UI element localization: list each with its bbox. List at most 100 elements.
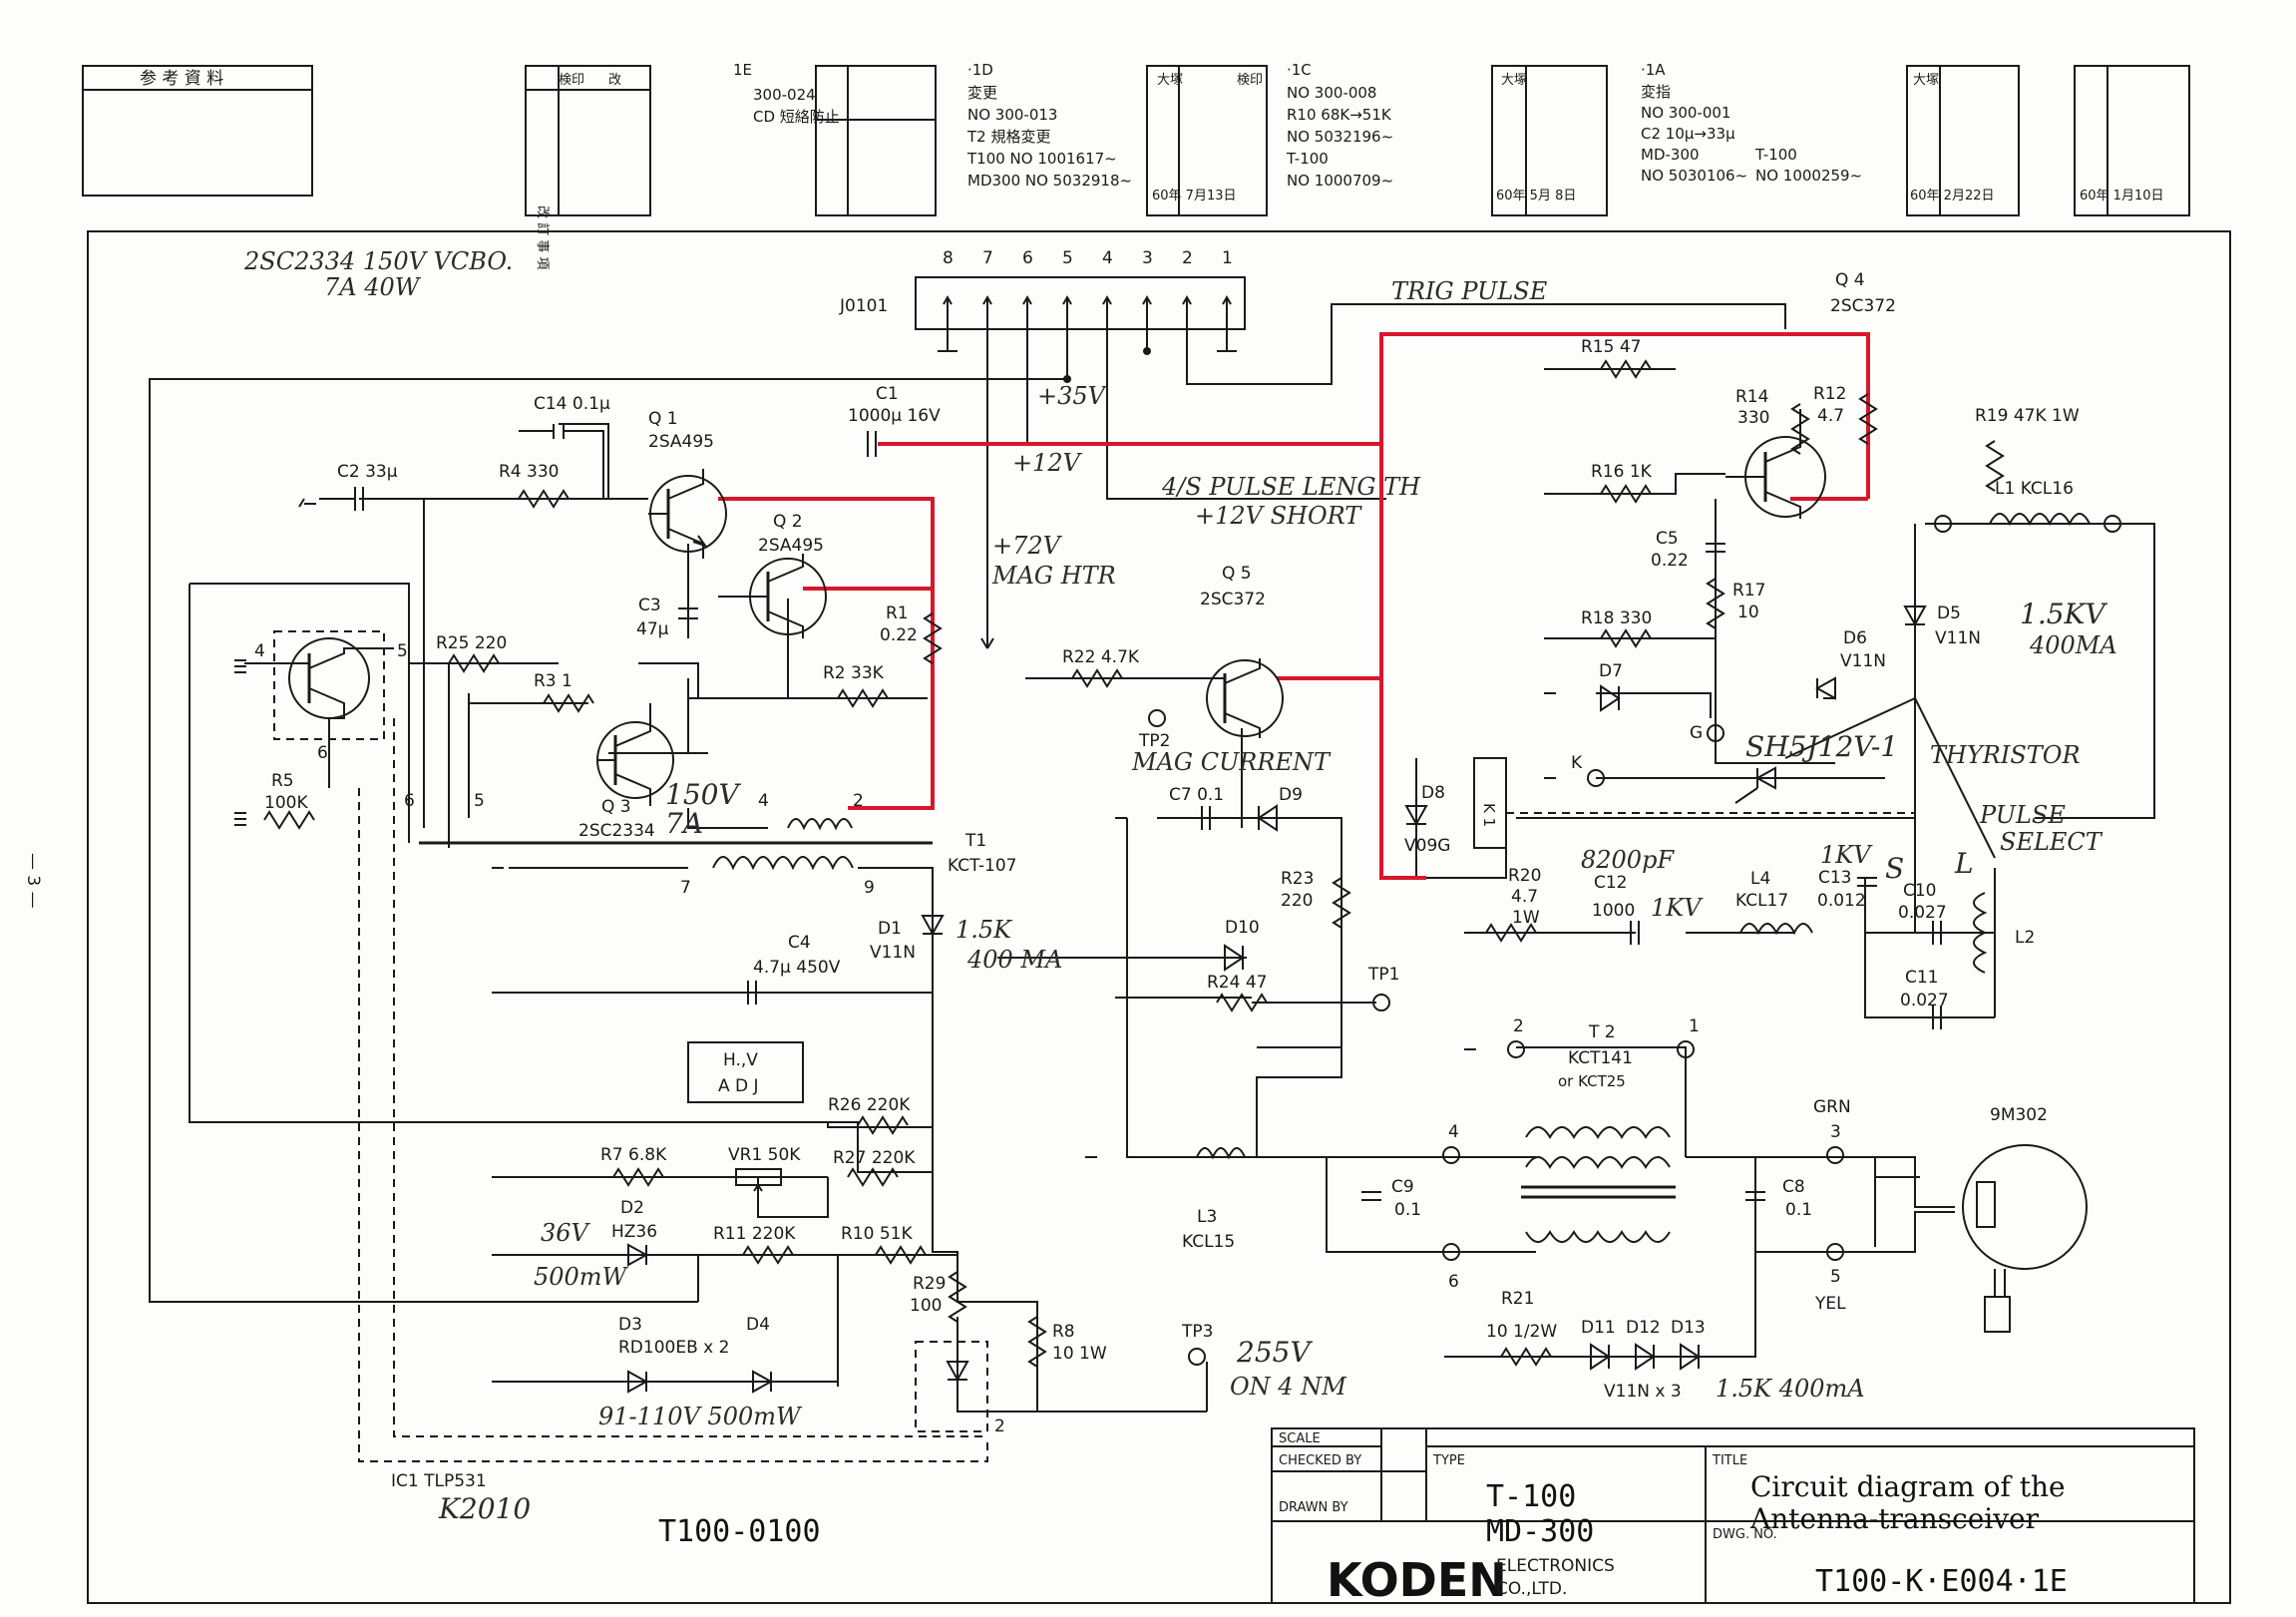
svg-text:R29: R29	[913, 1274, 946, 1294]
type-line-1: T-100	[1486, 1479, 1576, 1514]
svg-text:1W: 1W	[1512, 908, 1540, 928]
svg-text:R10 68K→51K: R10 68K→51K	[1287, 106, 1392, 124]
connector-j0101: J0101 8 7 6 5 4 3 2 1	[839, 248, 1246, 355]
note-q3-7a: 7A	[665, 807, 703, 840]
svg-text:C10: C10	[1903, 881, 1937, 901]
svg-text:R17: R17	[1732, 581, 1765, 601]
vr1: VR1 50K	[728, 1145, 801, 1197]
svg-text:R2 33K: R2 33K	[823, 663, 885, 683]
drawing-border	[87, 230, 2231, 1604]
svg-text:or KCT25: or KCT25	[1558, 1072, 1626, 1090]
note-d2-36v: 36V	[541, 1219, 591, 1247]
svg-text:2SC2334: 2SC2334	[578, 821, 655, 841]
svg-text:2: 2	[853, 791, 864, 811]
svg-text:NO 300-001: NO 300-001	[1641, 104, 1730, 122]
svg-text:改: 改	[608, 73, 621, 88]
svg-text:TP3: TP3	[1181, 1322, 1213, 1342]
drawing-number: T100-0100	[658, 1514, 821, 1549]
svg-text:L4: L4	[1750, 869, 1770, 889]
svg-text:C1: C1	[876, 384, 899, 404]
svg-text:9: 9	[864, 878, 875, 898]
title-line-1: Circuit diagram of the	[1750, 1470, 2066, 1503]
svg-text:D6: D6	[1843, 628, 1867, 648]
svg-text:CD 短絡防止: CD 短絡防止	[753, 108, 840, 126]
svg-text:MD-300: MD-300	[1641, 146, 1700, 164]
transistor-q2: Q 2 2SA495	[718, 512, 827, 638]
svg-text:R21: R21	[1501, 1289, 1534, 1309]
svg-text:2: 2	[994, 1416, 1005, 1436]
svg-text:1: 1	[1222, 248, 1233, 268]
svg-text:H.,V: H.,V	[723, 1050, 758, 1070]
svg-text:2: 2	[1182, 248, 1193, 268]
svg-text:1: 1	[1689, 1016, 1700, 1036]
note-q3-150v: 150V	[665, 778, 741, 811]
svg-text:D4: D4	[746, 1315, 770, 1335]
ground-symbols	[234, 368, 1835, 1383]
svg-text:IC1 TLP531: IC1 TLP531	[391, 1471, 487, 1491]
svg-text:V11N: V11N	[870, 943, 916, 963]
svg-text:C5: C5	[1656, 529, 1679, 549]
svg-text:R1: R1	[886, 604, 909, 623]
note-pulse-select-1: PULSE	[1979, 801, 2066, 829]
svg-text:NO 300-013: NO 300-013	[967, 106, 1057, 124]
svg-text:R18 330: R18 330	[1581, 608, 1652, 628]
svg-text:300-024: 300-024	[753, 86, 816, 104]
svg-text:C2 33μ: C2 33μ	[337, 462, 398, 482]
svg-text:4: 4	[1448, 1122, 1459, 1142]
svg-text:4.7: 4.7	[1511, 887, 1538, 907]
note-v35: +35V	[1037, 382, 1108, 410]
svg-text:·1D: ·1D	[967, 61, 993, 79]
title-block: SCALE CHECKED BY DRAWN BY TYPE T-100 MD-…	[1271, 1427, 2195, 1607]
svg-text:C4: C4	[788, 933, 811, 953]
note-thyristor: THYRISTOR	[1930, 741, 2081, 769]
svg-text:D9: D9	[1279, 785, 1303, 805]
note-d2-500mw: 500mW	[534, 1263, 629, 1291]
note-pulse-select-2: SELECT	[2000, 828, 2104, 856]
svg-text:1000μ 16V: 1000μ 16V	[848, 406, 941, 426]
stamp-date-1a: 60年 2月22日	[1910, 189, 1995, 203]
revision-block-1c: 大塚 60年 5月 8日 ·1C NO 300-008 R10 68K→51K …	[1286, 61, 1608, 216]
svg-text:大塚: 大塚	[1913, 73, 1939, 88]
note-c12-1kv: 1KV	[1651, 894, 1704, 922]
note-q3-spec2: 7A 40W	[324, 273, 422, 301]
svg-text:GRN: GRN	[1813, 1097, 1851, 1117]
dwg-no-label: DWG. NO.	[1713, 1527, 1777, 1542]
title-line-2: Antenna-transceiver	[1749, 1502, 2040, 1535]
svg-text:検印: 検印	[559, 73, 584, 88]
svg-text:C2 10μ→33μ: C2 10μ→33μ	[1641, 125, 1735, 143]
note-thyristor-part: SH5J12V-1	[1745, 730, 1898, 763]
svg-text:8: 8	[943, 248, 954, 268]
svg-text:D2: D2	[620, 1198, 644, 1218]
svg-text:100K: 100K	[264, 793, 308, 813]
svg-text:D13: D13	[1671, 1318, 1706, 1338]
note-q3-spec1: 2SC2334 150V VCBO.	[243, 247, 513, 275]
svg-text:2SA495: 2SA495	[758, 536, 824, 556]
note-c13-l: L	[1954, 847, 1974, 880]
svg-text:KCL17: KCL17	[1735, 891, 1788, 911]
revision-block-original: 60年 1月10日	[2074, 65, 2190, 216]
revision-block-1a: 大塚 60年 2月22日 ·1A 変指 NO 300-001 C2 10μ→33…	[1641, 61, 2020, 216]
svg-text:KCL15: KCL15	[1182, 1232, 1235, 1252]
svg-text:4: 4	[1102, 248, 1113, 268]
note-d5-1k5v: 1.5KV	[2020, 598, 2107, 630]
svg-text:RD100EB x 2: RD100EB x 2	[618, 1338, 729, 1358]
svg-text:0.012: 0.012	[1817, 891, 1866, 911]
svg-text:0.22: 0.22	[1651, 551, 1689, 571]
transistor-q3: Q 3 2SC2334	[578, 703, 674, 841]
revision-block-1d: 大塚 検印 60年 7月13日 ·1D 変更 NO 300-013 T2 規格変…	[815, 61, 1268, 216]
svg-text:R22 4.7K: R22 4.7K	[1062, 647, 1140, 667]
svg-text:5: 5	[474, 791, 485, 811]
company-line-2: CO.,LTD.	[1496, 1579, 1567, 1599]
svg-text:T-100: T-100	[1754, 146, 1797, 164]
reference-box: 参 考 資 料	[82, 65, 313, 197]
svg-text:5: 5	[397, 641, 408, 661]
svg-text:NO 5030106~: NO 5030106~	[1641, 167, 1747, 185]
rev-1e-tag: 1E	[733, 61, 752, 79]
svg-text:T 2: T 2	[1588, 1022, 1616, 1042]
company-line-1: ELECTRONICS	[1496, 1556, 1615, 1576]
transistor-q5: Q 5 2SC372	[1177, 564, 1284, 738]
scale-label: SCALE	[1279, 1431, 1321, 1446]
svg-text:D10: D10	[1225, 918, 1260, 938]
test-points: TP2 TP1 TP3 G K	[1138, 515, 2121, 1366]
